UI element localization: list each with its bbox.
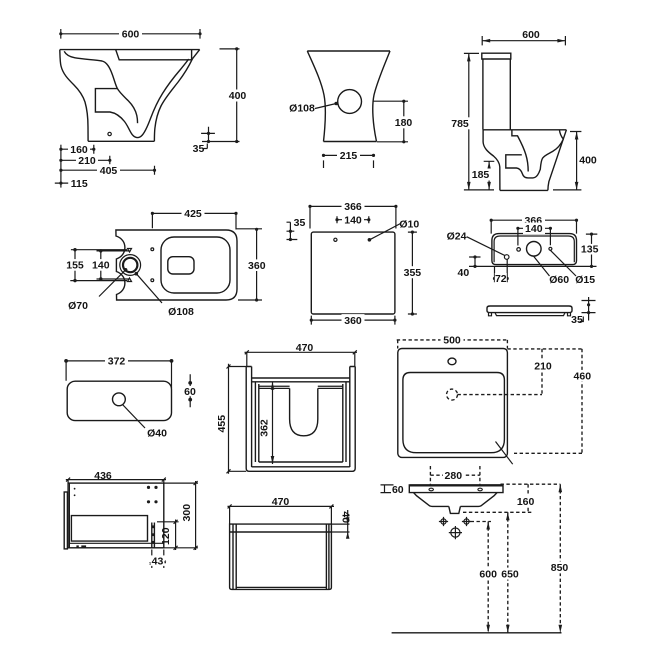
svg-text:160: 160 [70,144,88,156]
svg-text:35: 35 [193,143,205,155]
svg-text:140: 140 [92,260,110,272]
svg-text:72: 72 [495,273,507,285]
svg-text:35: 35 [571,314,583,326]
svg-text:140: 140 [525,223,543,235]
svg-text:372: 372 [108,356,126,368]
svg-text:500: 500 [443,335,461,347]
svg-text:300: 300 [181,504,193,522]
svg-text:400: 400 [579,155,597,167]
svg-text:Ø10: Ø10 [399,219,419,231]
svg-text:210: 210 [534,361,552,373]
svg-text:470: 470 [272,496,290,508]
svg-text:40: 40 [339,511,351,523]
svg-text:155: 155 [66,260,84,272]
svg-text:425: 425 [184,208,202,220]
svg-text:600: 600 [479,568,497,580]
svg-text:185: 185 [472,169,490,181]
svg-text:Ø108: Ø108 [168,306,194,318]
svg-text:Ø108: Ø108 [289,103,315,115]
svg-text:40: 40 [458,267,470,279]
svg-text:43: 43 [152,556,164,568]
svg-text:360: 360 [248,260,266,272]
svg-text:366: 366 [344,201,362,213]
svg-text:180: 180 [395,117,413,129]
svg-text:400: 400 [229,90,247,102]
svg-text:160: 160 [517,496,535,508]
svg-text:120: 120 [160,527,172,545]
svg-text:135: 135 [581,243,599,255]
svg-text:215: 215 [340,150,358,162]
svg-text:436: 436 [94,470,112,482]
svg-text:Ø70: Ø70 [68,300,88,312]
svg-text:850: 850 [551,562,569,574]
svg-text:405: 405 [100,165,118,177]
svg-text:Ø24: Ø24 [447,231,467,243]
svg-text:460: 460 [574,370,592,382]
svg-text:35: 35 [294,217,306,229]
svg-text:Ø40: Ø40 [147,428,167,440]
svg-text:362: 362 [259,419,271,437]
svg-text:785: 785 [451,118,469,130]
svg-text:455: 455 [216,415,228,433]
svg-text:280: 280 [445,470,463,482]
svg-text:Ø15: Ø15 [575,274,595,286]
svg-text:115: 115 [71,178,88,190]
svg-text:140: 140 [344,214,362,226]
svg-text:600: 600 [522,29,540,41]
svg-text:60: 60 [184,386,196,398]
svg-text:360: 360 [344,315,362,327]
svg-text:Ø60: Ø60 [549,274,569,286]
svg-text:210: 210 [78,155,96,167]
svg-text:355: 355 [404,267,422,279]
svg-text:650: 650 [501,568,519,580]
svg-text:470: 470 [296,342,314,354]
svg-text:60: 60 [392,484,404,496]
svg-text:600: 600 [122,29,140,41]
